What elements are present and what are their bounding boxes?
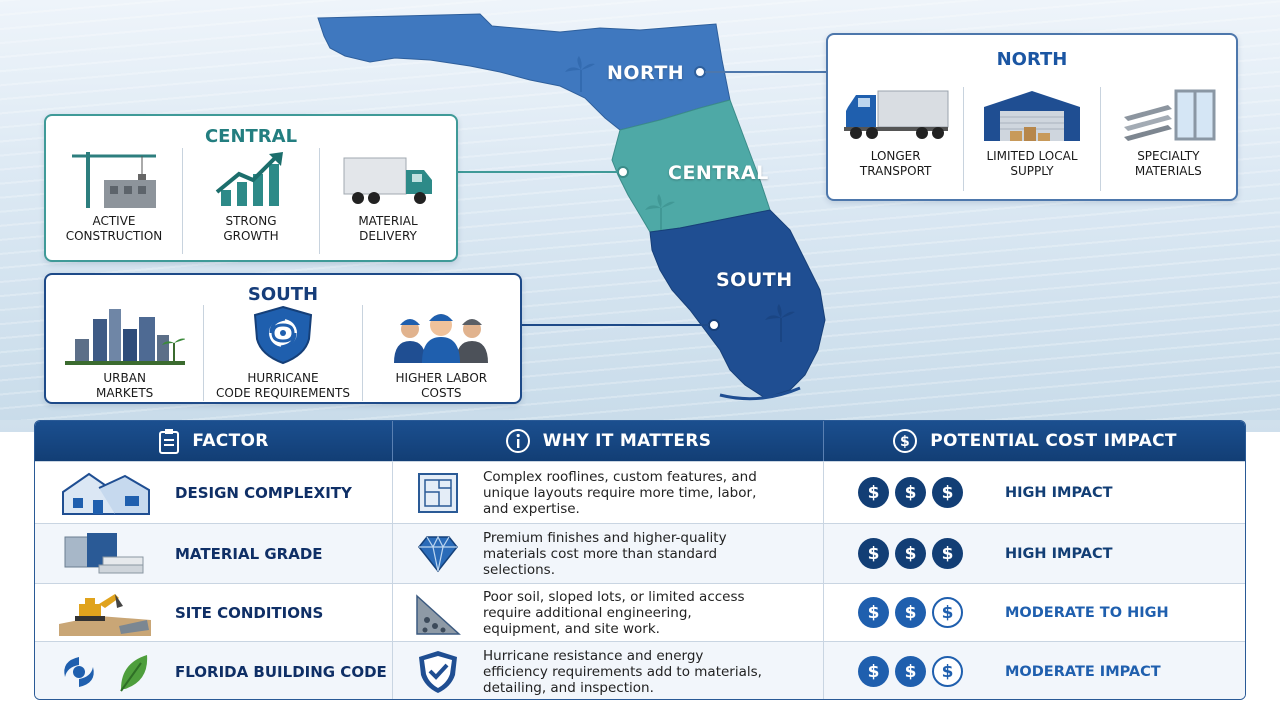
region-item-label-line2: MATERIALS <box>1134 164 1202 178</box>
region-item-material-delivery: MATERIAL DELIVERY <box>319 148 456 254</box>
hurricane-leaf-icon <box>64 654 148 692</box>
column-header-why: WHY IT MATTERS <box>392 421 823 461</box>
dollar-icon-filled: $ <box>932 538 963 569</box>
table-row: MATERIAL GRADE Premium finishes and high… <box>35 523 1245 583</box>
impact-label: MODERATE IMPACT <box>1005 663 1161 680</box>
dollar-icon-filled: $ <box>858 597 889 628</box>
region-item-urban-markets: URBAN MARKETS <box>46 305 203 401</box>
dollar-icon-filled: $ <box>895 538 926 569</box>
dollar-icon-filled: $ <box>858 656 889 687</box>
growth-chart-icon <box>215 152 283 206</box>
dollar-icon-filled: $ <box>932 477 963 508</box>
dollar-circle-icon: $ <box>893 429 918 453</box>
why-text: Complex rooflines, custom features, and … <box>483 468 757 517</box>
crane-icon <box>72 152 156 208</box>
region-card-central: CENTRAL ACTIVE CONSTRUCTION <box>44 114 458 262</box>
hurricane-shield-icon <box>253 305 313 365</box>
workers-icon <box>394 314 489 363</box>
dollar-icon-filled: $ <box>895 477 926 508</box>
region-item-label-line2: TRANSPORT <box>859 164 932 178</box>
dollar-icon-filled: $ <box>895 656 926 687</box>
table-header: FACTOR WHY IT MATTERS $ POTENTIAL COST I… <box>35 421 1245 461</box>
florida-map <box>317 13 826 401</box>
diamond-icon <box>418 535 458 572</box>
region-item-hurricane-code: HURRICANE CODE REQUIREMENTS <box>203 305 361 401</box>
region-item-label-line1: URBAN <box>103 371 146 385</box>
region-item-label-line1: HIGHER LABOR <box>395 371 488 385</box>
factor-name: MATERIAL GRADE <box>175 544 323 563</box>
dollar-icon-outline: $ <box>932 597 963 628</box>
region-item-label-line2: COSTS <box>421 386 462 400</box>
city-skyline-icon <box>64 309 185 365</box>
table-row: DESIGN COMPLEXITY Complex rooflines, cus… <box>35 461 1245 523</box>
region-title-north: NORTH <box>996 49 1068 70</box>
sloped-soil-icon <box>416 593 461 635</box>
region-item-higher-labor-costs: HIGHER LABOR COSTS <box>361 305 520 401</box>
impact-label: MODERATE TO HIGH <box>1005 604 1169 621</box>
connector-north <box>705 71 826 73</box>
excavator-icon <box>59 593 151 636</box>
cost-factor-table: FACTOR WHY IT MATTERS $ POTENTIAL COST I… <box>34 420 1246 700</box>
region-title-central: CENTRAL <box>204 126 298 147</box>
impact-label: HIGH IMPACT <box>1005 545 1113 562</box>
region-item-label-line1: MATERIAL <box>358 214 418 228</box>
region-item-label-line2: MARKETS <box>96 386 154 400</box>
region-item-label-line1: ACTIVE <box>92 214 136 228</box>
column-header-why-label: WHY IT MATTERS <box>542 431 712 451</box>
dollar-icon-filled: $ <box>858 538 889 569</box>
connector-central <box>458 171 618 173</box>
region-item-label-line2: CONSTRUCTION <box>65 229 163 243</box>
column-header-impact-label: POTENTIAL COST IMPACT <box>930 431 1177 451</box>
svg-text:$: $ <box>900 434 910 450</box>
material-samples-icon <box>64 532 144 573</box>
region-item-longer-transport: LONGER TRANSPORT <box>828 87 963 191</box>
impact-label: HIGH IMPACT <box>1005 484 1113 501</box>
region-item-label-line2: DELIVERY <box>359 229 417 243</box>
region-item-label-line2: SUPPLY <box>1010 164 1054 178</box>
warehouse-icon <box>983 91 1080 141</box>
region-item-label-line2: GROWTH <box>223 229 279 243</box>
region-item-label-line1: LIMITED LOCAL <box>986 149 1078 163</box>
house-icon <box>62 472 150 515</box>
region-item-strong-growth: STRONG GROWTH <box>182 148 319 254</box>
map-region-south[interactable] <box>649 209 826 399</box>
map-label-north: NORTH <box>607 62 685 84</box>
factor-name: DESIGN COMPLEXITY <box>175 483 352 502</box>
region-item-limited-local-supply: LIMITED LOCAL SUPPLY <box>963 87 1099 191</box>
region-item-label-line2: CODE REQUIREMENTS <box>216 386 350 400</box>
dollar-icon-filled: $ <box>858 477 889 508</box>
why-text: Premium finishes and higher-quality mate… <box>483 529 727 578</box>
region-item-label-line1: STRONG <box>225 214 277 228</box>
table-row: SITE CONDITIONS Poor soil, sloped lots, … <box>35 583 1245 641</box>
map-region-north[interactable] <box>317 13 731 131</box>
region-title-south: SOUTH <box>247 284 319 305</box>
why-text: Poor soil, sloped lots, or limited acces… <box>483 588 745 637</box>
column-header-factor-label: FACTOR <box>192 431 269 451</box>
map-label-central: CENTRAL <box>668 162 769 184</box>
box-truck-icon <box>343 157 432 204</box>
region-card-north: NORTH LONGER TRANSPORT LIMIT <box>826 33 1238 201</box>
semi-truck-icon <box>843 90 949 139</box>
region-item-label-line1: HURRICANE <box>247 371 319 385</box>
region-item-label-line1: LONGER <box>870 149 921 163</box>
table-row: FLORIDA BUILDING CODE Hurricane resistan… <box>35 641 1245 699</box>
factor-name: FLORIDA BUILDING CODE <box>175 662 387 681</box>
blueprint-icon <box>418 472 458 513</box>
region-item-specialty-materials: SPECIALTY MATERIALS <box>1099 87 1236 191</box>
connector-south <box>522 324 709 326</box>
clipboard-icon <box>159 429 180 454</box>
column-header-impact: $ POTENTIAL COST IMPACT <box>823 421 1245 461</box>
dollar-icon-filled: $ <box>895 597 926 628</box>
region-item-label-line1: SPECIALTY <box>1137 149 1200 163</box>
region-card-south: SOUTH URBAN MARKETS <box>44 273 522 404</box>
why-text: Hurricane resistance and energy efficien… <box>483 647 762 696</box>
map-label-south: SOUTH <box>716 269 793 291</box>
column-header-factor: FACTOR <box>35 421 392 461</box>
factor-name: SITE CONDITIONS <box>175 603 324 622</box>
info-icon <box>505 429 530 453</box>
dollar-icon-outline: $ <box>932 656 963 687</box>
steel-beams-window-icon <box>1124 89 1216 141</box>
region-item-active-construction: ACTIVE CONSTRUCTION <box>46 148 182 254</box>
check-shield-icon <box>419 650 457 693</box>
